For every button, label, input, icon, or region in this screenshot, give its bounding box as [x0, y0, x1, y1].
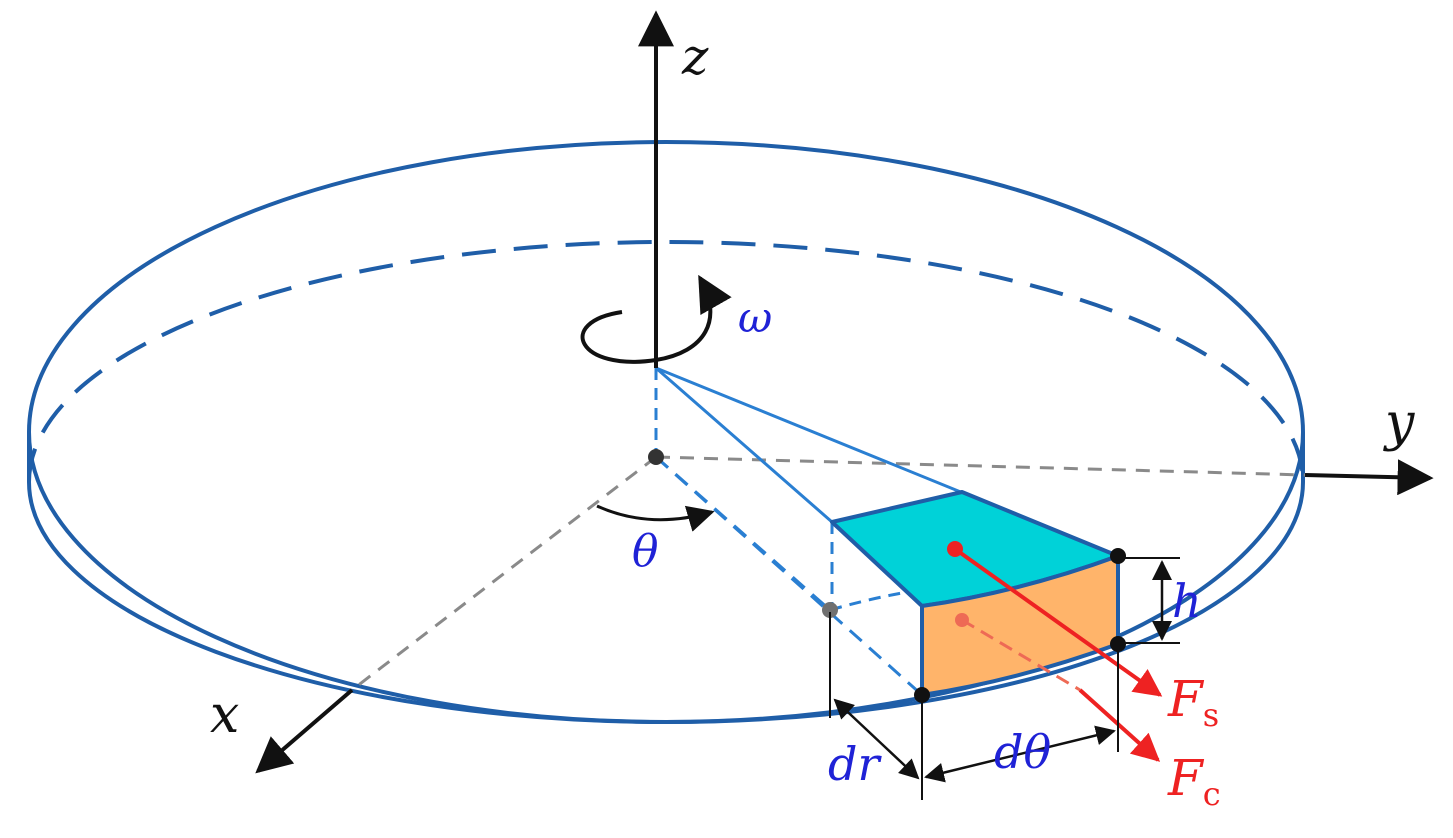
coordinate-axes	[255, 10, 1434, 774]
disk-bottom-rim-back	[27, 240, 1305, 483]
dr-dimension-arrow	[833, 698, 920, 780]
force-s-arrow	[953, 547, 1163, 697]
x-axis-label: x	[210, 685, 239, 745]
radial-line-top-inner	[655, 366, 833, 524]
rotation-indicators	[580, 274, 732, 532]
y-axis-hidden	[655, 455, 1306, 477]
dimension-lines	[829, 557, 1180, 800]
element-vertices	[648, 449, 1126, 703]
hidden-axes	[351, 455, 1306, 692]
force-s-label: Fs	[1167, 670, 1219, 734]
force-c-main: F	[1167, 749, 1205, 807]
force-s-main: F	[1167, 670, 1205, 728]
z-axis-label: z	[681, 28, 709, 86]
force-c-dashed	[961, 618, 1081, 692]
disk-bottom-rim-front	[27, 481, 1305, 724]
vertex-top-right	[1110, 548, 1126, 564]
dr-label: dr	[828, 737, 882, 791]
theta-angle-arrow	[596, 504, 715, 532]
dtheta-dimension-arrow	[924, 725, 1116, 783]
height-label: h	[1172, 574, 1202, 628]
y-axis	[1304, 459, 1434, 496]
force-c-label: Fc	[1167, 749, 1221, 813]
force-s-origin	[947, 541, 963, 557]
vertex-bottom-inner	[822, 602, 838, 618]
labels: z y x ω θ h dr dθ Fs Fc	[210, 28, 1415, 813]
y-axis-label: y	[1383, 393, 1415, 453]
radial-line-bottom-dashed-inner	[655, 455, 831, 612]
x-axis-hidden	[351, 455, 657, 692]
omega-rotation-arrow	[580, 274, 732, 364]
force-c-origin	[955, 613, 969, 627]
omega-label: ω	[738, 293, 772, 342]
dtheta-label: dθ	[994, 725, 1051, 779]
vertex-bottom-right	[1110, 636, 1126, 652]
theta-label: θ	[632, 526, 659, 577]
x-axis	[255, 688, 354, 774]
force-s-subscript: s	[1203, 696, 1219, 734]
force-c-subscript: c	[1203, 775, 1221, 813]
origin-point	[648, 449, 664, 465]
disk	[27, 140, 1305, 724]
